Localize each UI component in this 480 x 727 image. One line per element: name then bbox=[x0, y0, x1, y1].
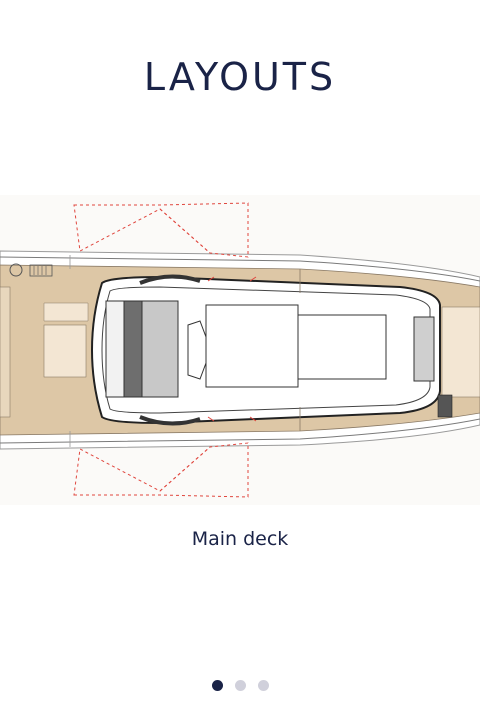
pagination-dot-2[interactable] bbox=[234, 680, 246, 691]
page-title: LAYOUTS bbox=[143, 55, 337, 99]
main-deck-plan-image bbox=[0, 195, 480, 505]
pagination-dot-3[interactable] bbox=[257, 680, 269, 691]
carousel-pagination bbox=[0, 680, 480, 691]
boat-deck-plan-icon bbox=[0, 202, 480, 498]
slide-caption: Main deck bbox=[191, 528, 289, 550]
pagination-dot-1[interactable] bbox=[211, 680, 223, 691]
